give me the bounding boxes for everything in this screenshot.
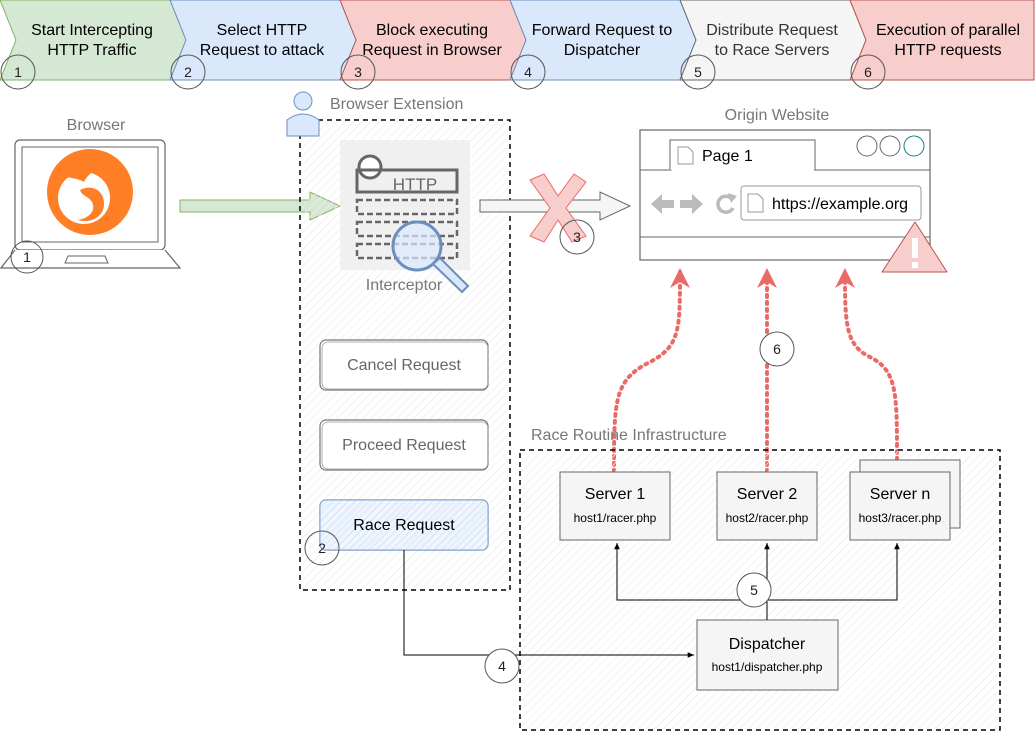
browser-title: Browser (67, 117, 126, 134)
step-6-chevron: Execution of parallel HTTP requests 6 (849, 0, 1035, 90)
infra-title: Race Routine Infrastructure (531, 427, 727, 444)
step-3-chevron: Block executing Request in Browser 3 (339, 0, 527, 90)
step-3-label-line2: Request in Browser (362, 42, 502, 59)
step-2-chevron: Select HTTP Request to attack 2 (169, 0, 357, 90)
forward-connector: 4 (403, 550, 694, 684)
execution-arrows: 6 (612, 268, 899, 474)
step-1-number: 1 (14, 64, 22, 80)
server-n-name: Server n (870, 486, 930, 503)
user-icon (286, 91, 320, 137)
cancel-request-button[interactable]: Cancel Request (319, 339, 489, 391)
dispatcher: Dispatcher host1/dispatcher.php (696, 619, 839, 691)
tab-label: Page 1 (702, 148, 753, 165)
race-step-marker: 2 (318, 540, 326, 556)
origin-website: Origin Website Page 1 https://example.or… (639, 107, 948, 273)
step-chevrons: Start Intercepting HTTP Traffic 1 Select… (0, 0, 1035, 90)
interceptor-icon: HTTP (340, 140, 470, 294)
step-1-label-line1: Start Intercepting (31, 22, 153, 39)
distribute-step-marker: 5 (750, 582, 758, 598)
block-step-marker: 3 (573, 229, 581, 245)
race-infrastructure: Race Routine Infrastructure Server 1 hos… (519, 427, 1001, 731)
server-2-name: Server 2 (737, 486, 798, 503)
interceptor-label: Interceptor (366, 277, 443, 294)
step-2-label-line1: Select HTTP (217, 22, 308, 39)
step-3-label-line1: Block executing (376, 22, 488, 39)
race-request-button[interactable]: Race Request (319, 499, 489, 551)
reload-icon[interactable] (716, 193, 737, 214)
step-2-number: 2 (184, 64, 192, 80)
step-5-number: 5 (694, 64, 702, 80)
server-1-name: Server 1 (585, 486, 646, 503)
back-arrow-icon[interactable] (651, 194, 674, 214)
blocked-request-arrow: 3 (479, 173, 632, 255)
forward-step-marker: 4 (498, 658, 506, 674)
url-page-icon (747, 193, 764, 213)
step-1-chevron: Start Intercepting HTTP Traffic 1 (0, 0, 187, 90)
browser-extension: Browser Extension HTTP Interceptor Cance… (286, 91, 511, 591)
browser-step-marker: 1 (23, 249, 31, 265)
step-3-number: 3 (354, 64, 362, 80)
step-5-chevron: Distribute Request to Race Servers 5 (679, 0, 867, 90)
origin-title: Origin Website (725, 107, 830, 124)
step-2-label-line2: Request to attack (200, 42, 326, 59)
step-6-label-line1: Execution of parallel (876, 22, 1020, 39)
step-5-label-line2: to Race Servers (715, 42, 830, 59)
proceed-request-label: Proceed Request (342, 437, 466, 454)
step-4-label-line1: Forward Request to (532, 22, 673, 39)
warning-icon (881, 221, 948, 273)
interceptor-http-text: HTTP (393, 175, 437, 194)
execution-step-marker: 6 (773, 341, 781, 357)
proceed-request-button[interactable]: Proceed Request (319, 419, 489, 471)
block-x-icon (529, 173, 587, 243)
server-n: Server n host3/racer.php (849, 459, 961, 541)
step-1-label-line2: HTTP Traffic (47, 42, 136, 59)
magnifier-icon (391, 220, 470, 294)
browser-node: Browser 1 (0, 117, 182, 274)
step-6-number: 6 (864, 64, 872, 80)
step-5-label-line1: Distribute Request (706, 22, 838, 39)
step-4-chevron: Forward Request to Dispatcher 4 (509, 0, 697, 90)
server-2-host: host2/racer.php (726, 511, 809, 525)
window-minimize-button[interactable] (856, 135, 878, 157)
window-close-button[interactable] (903, 135, 925, 157)
firefox-icon (47, 149, 133, 235)
server-1: Server 1 host1/racer.php (559, 471, 671, 541)
server-2: Server 2 host2/racer.php (716, 471, 818, 541)
step-4-number: 4 (524, 64, 532, 80)
server-1-host: host1/racer.php (574, 511, 657, 525)
step-4-label-line2: Dispatcher (564, 42, 641, 59)
tab-page-1[interactable]: Page 1 (669, 139, 816, 170)
extension-title: Browser Extension (330, 96, 463, 113)
forward-arrow-icon[interactable] (680, 194, 703, 214)
step-6-label-line2: HTTP requests (894, 42, 1001, 59)
dispatcher-host: host1/dispatcher.php (712, 660, 823, 674)
page-icon (677, 146, 694, 165)
dispatcher-name: Dispatcher (729, 636, 806, 653)
url-bar[interactable]: https://example.org (740, 185, 922, 221)
server-n-host: host3/racer.php (859, 511, 942, 525)
url-text: https://example.org (772, 196, 908, 213)
window-maximize-button[interactable] (879, 135, 901, 157)
race-request-label: Race Request (353, 517, 455, 534)
cancel-request-label: Cancel Request (347, 357, 461, 374)
